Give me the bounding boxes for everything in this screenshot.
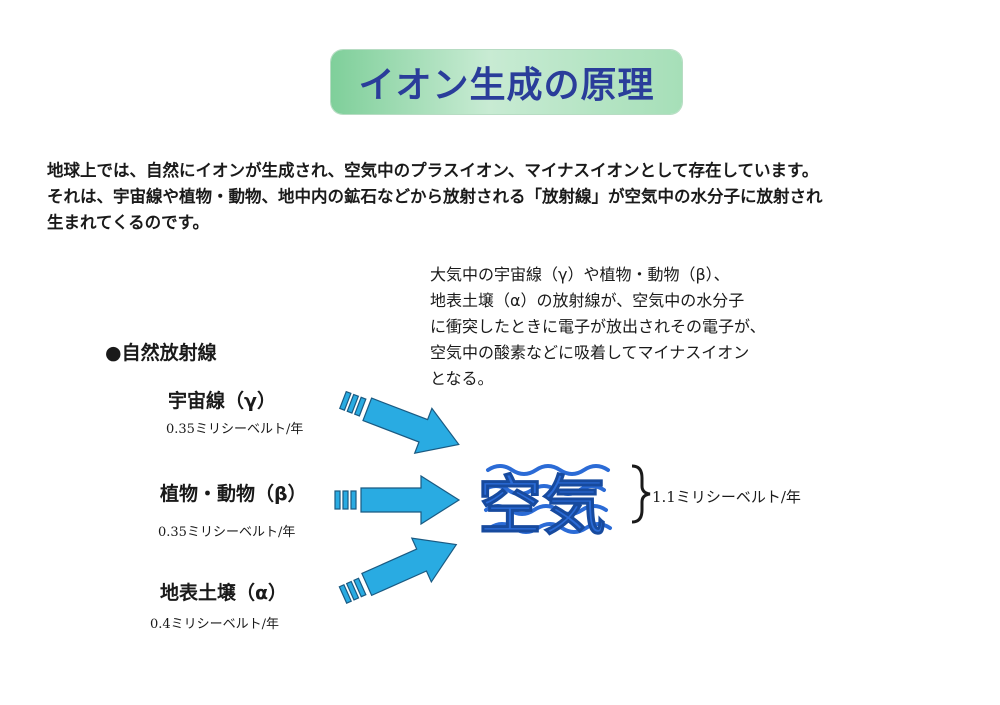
source-value-biota: 0.35ミリシーベルト/年 — [158, 525, 296, 540]
total-dose: 1.1ミリシーベルト/年 — [652, 488, 801, 506]
note-line: 地表土壌（α）の放射線が、空気中の水分子 — [430, 291, 745, 310]
air-wave-lines — [482, 464, 612, 534]
source-value-cosmic: 0.35ミリシーベルト/年 — [166, 422, 304, 437]
note-line: 大気中の宇宙線（γ）や植物・動物（β）、 — [430, 265, 730, 284]
arrow-biota — [334, 475, 460, 525]
note-line: 空気中の酸素などに吸着してマイナスイオン — [430, 343, 750, 362]
brace — [631, 464, 651, 524]
intro-line: 地球上では、自然にイオンが生成され、空気中のプラスイオン、マイナスイオンとして存… — [47, 161, 819, 180]
air-center-text: 空気 — [478, 470, 606, 544]
arrow-soil — [332, 522, 467, 618]
section-heading: ●自然放射線 — [105, 342, 217, 364]
source-label-biota: 植物・動物（β） — [160, 483, 307, 505]
page-title: イオン生成の原理 — [358, 65, 655, 106]
source-label-soil: 地表土壌（α） — [160, 582, 288, 604]
note-line: に衝突したときに電子が放出されその電子が、 — [430, 317, 766, 336]
note-line: となる。 — [430, 369, 494, 388]
intro-line: それは、宇宙線や植物・動物、地中内の鉱石などから放射される「放射線」が空気中の水… — [47, 187, 823, 206]
title-box: イオン生成の原理 — [331, 50, 682, 114]
arrow-cosmic — [333, 376, 468, 468]
source-value-soil: 0.4ミリシーベルト/年 — [150, 617, 280, 632]
source-label-cosmic: 宇宙線（γ） — [168, 390, 276, 412]
intro-paragraph: 地球上では、自然にイオンが生成され、空気中のプラスイオン、マイナスイオンとして存… — [47, 158, 957, 236]
intro-line: 生まれてくるのです。 — [47, 213, 210, 232]
explanation-note: 大気中の宇宙線（γ）や植物・動物（β）、 地表土壌（α）の放射線が、空気中の水分… — [430, 262, 850, 392]
